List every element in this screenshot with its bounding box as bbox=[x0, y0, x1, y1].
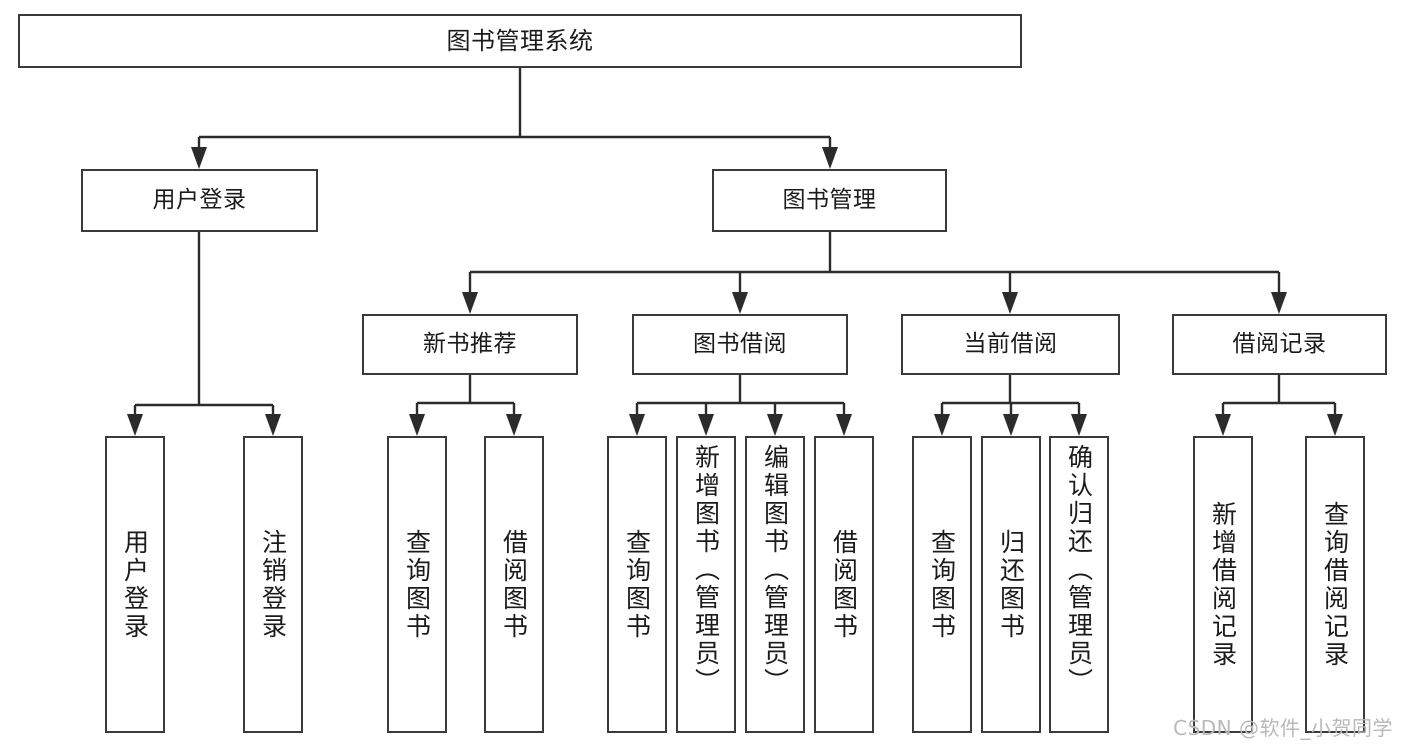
arrowhead-borrow-leaf-4 bbox=[836, 414, 852, 436]
arrowhead-borrow-leaf-3 bbox=[767, 414, 783, 436]
leaf-recommend-borrow-book[interactable]: 借阅图书 bbox=[484, 436, 544, 733]
node-label: 新增图书（管理员） bbox=[691, 444, 721, 696]
arrowhead-recommend-leaf-1 bbox=[409, 414, 425, 436]
node-label: 归还图书 bbox=[996, 528, 1026, 641]
arrowhead-record-leaf-1 bbox=[1215, 414, 1231, 436]
node-label: 借阅图书 bbox=[829, 528, 859, 641]
node-borrow-record[interactable]: 借阅记录 bbox=[1172, 314, 1387, 375]
arrowhead-borrow-leaf-2 bbox=[698, 414, 714, 436]
arrowhead-current-leaf-2 bbox=[1003, 414, 1019, 436]
arrowhead-borrow-leaf-1 bbox=[629, 414, 645, 436]
node-label: 新增借阅记录 bbox=[1208, 500, 1238, 669]
node-label: 图书管理系统 bbox=[446, 26, 594, 55]
leaf-recommend-query-book[interactable]: 查询图书 bbox=[387, 436, 447, 733]
node-label: 查询借阅记录 bbox=[1320, 500, 1350, 669]
arrowhead-current-leaf-3 bbox=[1071, 414, 1087, 436]
csdn-watermark: CSDN @软件_小贺同学 bbox=[1173, 716, 1393, 740]
node-current-borrow[interactable]: 当前借阅 bbox=[901, 314, 1120, 375]
node-label: 注销登录 bbox=[258, 528, 288, 641]
node-book-management[interactable]: 图书管理 bbox=[712, 169, 947, 232]
node-label: 查询图书 bbox=[927, 528, 957, 641]
leaf-current-return-book[interactable]: 归还图书 bbox=[981, 436, 1041, 733]
leaf-borrow-query-book[interactable]: 查询图书 bbox=[607, 436, 667, 733]
node-label: 确认归还（管理员） bbox=[1064, 444, 1094, 696]
leaf-current-confirm-return-admin[interactable]: 确认归还（管理员） bbox=[1049, 436, 1109, 733]
arrowhead-level3-4 bbox=[1271, 292, 1287, 314]
node-root-book-management-system[interactable]: 图书管理系统 bbox=[18, 14, 1022, 68]
arrowhead-recommend-leaf-2 bbox=[506, 414, 522, 436]
node-label: 新书推荐 bbox=[423, 330, 517, 357]
node-label: 当前借阅 bbox=[963, 330, 1058, 357]
arrowhead-current-leaf-1 bbox=[934, 414, 950, 436]
node-label: 图书借阅 bbox=[693, 330, 787, 357]
leaf-record-query-borrow-record[interactable]: 查询借阅记录 bbox=[1305, 436, 1365, 733]
leaf-current-query-book[interactable]: 查询图书 bbox=[912, 436, 972, 733]
node-label: 借阅记录 bbox=[1232, 330, 1327, 357]
node-label: 借阅图书 bbox=[499, 528, 529, 641]
arrowhead-user-leaf-1 bbox=[127, 414, 143, 436]
node-book-borrow[interactable]: 图书借阅 bbox=[632, 314, 848, 375]
arrowhead-level3-1 bbox=[462, 292, 478, 314]
node-label: 用户登录 bbox=[120, 528, 150, 641]
node-label: 查询图书 bbox=[622, 528, 652, 641]
arrowhead-user-leaf-2 bbox=[265, 414, 281, 436]
arrowhead-user-login bbox=[191, 147, 207, 169]
leaf-borrow-borrow-book[interactable]: 借阅图书 bbox=[814, 436, 874, 733]
arrowhead-record-leaf-2 bbox=[1327, 414, 1343, 436]
arrowhead-level3-2 bbox=[732, 292, 748, 314]
node-new-book-recommend[interactable]: 新书推荐 bbox=[362, 314, 578, 375]
arrowhead-level3-3 bbox=[1002, 292, 1018, 314]
node-user-login[interactable]: 用户登录 bbox=[81, 169, 318, 232]
leaf-record-add-borrow-record[interactable]: 新增借阅记录 bbox=[1193, 436, 1253, 733]
node-label: 编辑图书（管理员） bbox=[760, 444, 790, 696]
leaf-user-login-logout[interactable]: 注销登录 bbox=[243, 436, 303, 733]
node-label: 用户登录 bbox=[152, 186, 247, 213]
leaf-user-login-login[interactable]: 用户登录 bbox=[105, 436, 165, 733]
node-label: 查询图书 bbox=[402, 528, 432, 641]
arrowhead-book-manage bbox=[822, 147, 838, 169]
leaf-borrow-add-book-admin[interactable]: 新增图书（管理员） bbox=[676, 436, 736, 733]
leaf-borrow-edit-book-admin[interactable]: 编辑图书（管理员） bbox=[745, 436, 805, 733]
node-label: 图书管理 bbox=[782, 186, 877, 213]
